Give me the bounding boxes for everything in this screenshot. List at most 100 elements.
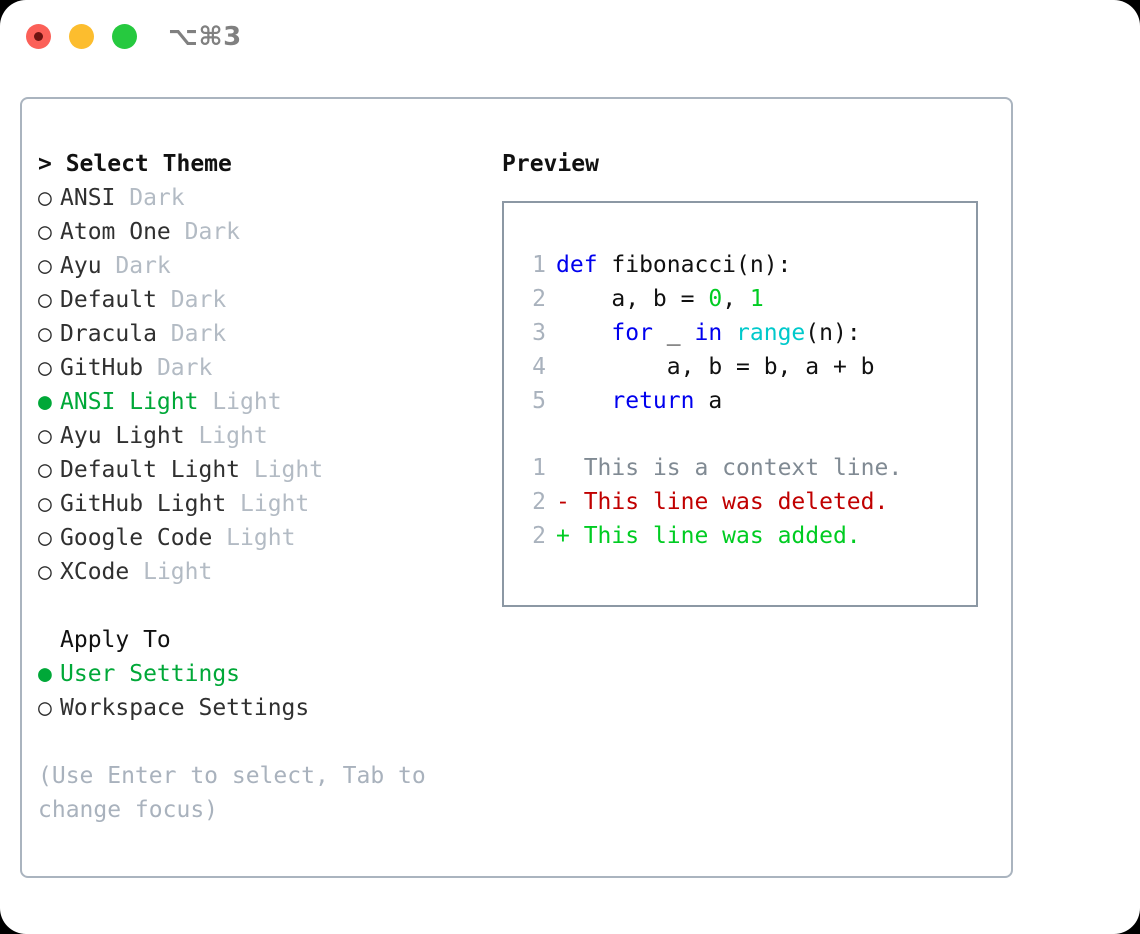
code-token: a, b = [556, 286, 709, 312]
code-token [722, 320, 736, 346]
theme-name-label: Google Code [60, 525, 213, 551]
code-token: in [694, 320, 723, 346]
diff-text: This is a context line. [583, 455, 903, 481]
theme-kind-label: Light [184, 423, 268, 449]
theme-selector-column: > Select Theme ○ANSI Dark○Atom One Dark○… [38, 147, 498, 827]
theme-list: ○ANSI Dark○Atom One Dark○Ayu Dark○Defaul… [38, 181, 498, 589]
diff-sample: 1 This is a context line.2- This line wa… [518, 451, 902, 553]
theme-option-github[interactable]: ○ GitHub Dark [38, 351, 498, 385]
theme-option-atom-one[interactable]: ○ Atom One Dark [38, 215, 498, 249]
code-token [556, 388, 611, 414]
line-number: 2 [532, 286, 546, 312]
line-number: 1 [532, 252, 546, 278]
code-token: for [611, 320, 653, 346]
theme-name-label: Atom One [60, 219, 171, 245]
maximize-button[interactable] [112, 24, 137, 49]
diff-line: 1 This is a context line. [518, 451, 902, 485]
theme-kind-label: Dark [156, 287, 227, 313]
close-button[interactable] [26, 24, 51, 49]
diff-line: 2- This line was deleted. [518, 485, 902, 519]
theme-option-google-code[interactable]: ○ Google Code Light [38, 521, 498, 555]
code-token: fibonacci(n): [597, 252, 792, 278]
theme-name-label: Ayu Light [60, 423, 185, 449]
theme-option-ayu[interactable]: ○Ayu Dark [38, 249, 498, 283]
diff-line: 2 + This line was added. [518, 519, 902, 553]
code-line: 5 return a [518, 384, 875, 418]
theme-option-ayu-light[interactable]: ○ Ayu Light Light [38, 419, 498, 453]
radio-unselected-icon[interactable]: ○ [38, 457, 52, 483]
code-token: , [722, 286, 750, 312]
theme-option-dracula[interactable]: ○Dracula Dark [38, 317, 498, 351]
code-token: 1 [749, 286, 764, 312]
theme-kind-label: Light [129, 559, 213, 585]
theme-kind-label: Light [226, 491, 310, 517]
radio-unselected-icon[interactable]: ○ [38, 219, 52, 245]
code-token: _ [652, 320, 695, 346]
apply-to-option-user-settings[interactable]: ● User Settings [38, 657, 498, 691]
apply-to-list: ● User Settings ○ Workspace Settings [38, 657, 498, 725]
theme-kind-label: Dark [170, 219, 241, 245]
radio-selected-icon[interactable]: ● [38, 661, 52, 687]
theme-option-xcode[interactable]: ○ XCode Light [38, 555, 498, 589]
radio-unselected-icon[interactable]: ○ [38, 559, 52, 585]
apply-to-label: Workspace Settings [60, 695, 310, 721]
code-line: 3 for _ in range(n): [518, 316, 875, 350]
theme-kind-label: Dark [156, 321, 227, 347]
diff-marker: + [556, 523, 584, 549]
apply-to-heading: Apply To [60, 627, 171, 653]
radio-unselected-icon[interactable]: ○ [38, 695, 52, 721]
theme-name-label: GitHub [60, 355, 144, 381]
radio-unselected-icon[interactable]: ○ [38, 253, 52, 279]
line-number: 2 [532, 489, 546, 515]
theme-option-default[interactable]: ○ Default Dark [38, 283, 498, 317]
theme-kind-label: Dark [115, 185, 185, 211]
radio-unselected-icon[interactable]: ○ [38, 525, 52, 551]
theme-kind-label: Light [212, 525, 296, 551]
code-token: def [556, 252, 598, 278]
code-token: a, b = b, a + b [556, 354, 875, 380]
theme-kind-label: Light [240, 457, 324, 483]
code-token: 0 [708, 286, 723, 312]
line-number: 2 [532, 523, 546, 549]
radio-unselected-icon[interactable]: ○ [38, 321, 52, 347]
diff-marker: - [556, 489, 584, 515]
code-token: range [736, 320, 806, 346]
radio-unselected-icon[interactable]: ○ [38, 287, 52, 313]
theme-kind-label: Dark [143, 355, 213, 381]
radio-unselected-icon[interactable]: ○ [38, 423, 52, 449]
window-title: ⌥⌘3 [168, 22, 242, 52]
title-bar: ⌥⌘3 [0, 0, 1140, 78]
radio-selected-icon[interactable]: ● [38, 389, 52, 415]
diff-text: This line was added. [583, 523, 861, 549]
theme-name-label: Default [60, 287, 157, 313]
theme-option-ansi-light[interactable]: ●ANSI Light Light [38, 385, 498, 419]
theme-option-default-light[interactable]: ○Default Light Light [38, 453, 498, 487]
diff-text: This line was deleted. [583, 489, 889, 515]
line-number: 4 [532, 354, 546, 380]
theme-kind-label: Light [198, 389, 282, 415]
code-line: 4 a, b = b, a + b [518, 350, 875, 384]
theme-name-label: XCode [60, 559, 130, 585]
radio-unselected-icon[interactable]: ○ [38, 491, 52, 517]
theme-option-github-light[interactable]: ○GitHub Light Light [38, 487, 498, 521]
theme-option-ansi[interactable]: ○ ANSI Dark [38, 181, 498, 215]
minimize-button[interactable] [69, 24, 94, 49]
code-line: 2 a, b = 0, 1 [518, 282, 875, 316]
main-panel: > Select Theme ○ANSI Dark○Atom One Dark○… [20, 97, 1013, 878]
radio-unselected-icon[interactable]: ○ [38, 185, 52, 211]
theme-name-label: Ayu [60, 253, 102, 279]
select-theme-heading: > Select Theme [38, 151, 232, 177]
code-token: return [611, 388, 695, 414]
apply-to-label: User Settings [60, 661, 241, 687]
code-token: (n): [805, 320, 861, 346]
code-line: 1 def fibonacci(n): [518, 248, 875, 282]
radio-unselected-icon[interactable]: ○ [38, 355, 52, 381]
line-number: 5 [532, 388, 546, 414]
traffic-light-group [26, 24, 137, 49]
theme-name-label: ANSI [60, 185, 116, 211]
apply-to-option-workspace-settings[interactable]: ○ Workspace Settings [38, 691, 498, 725]
